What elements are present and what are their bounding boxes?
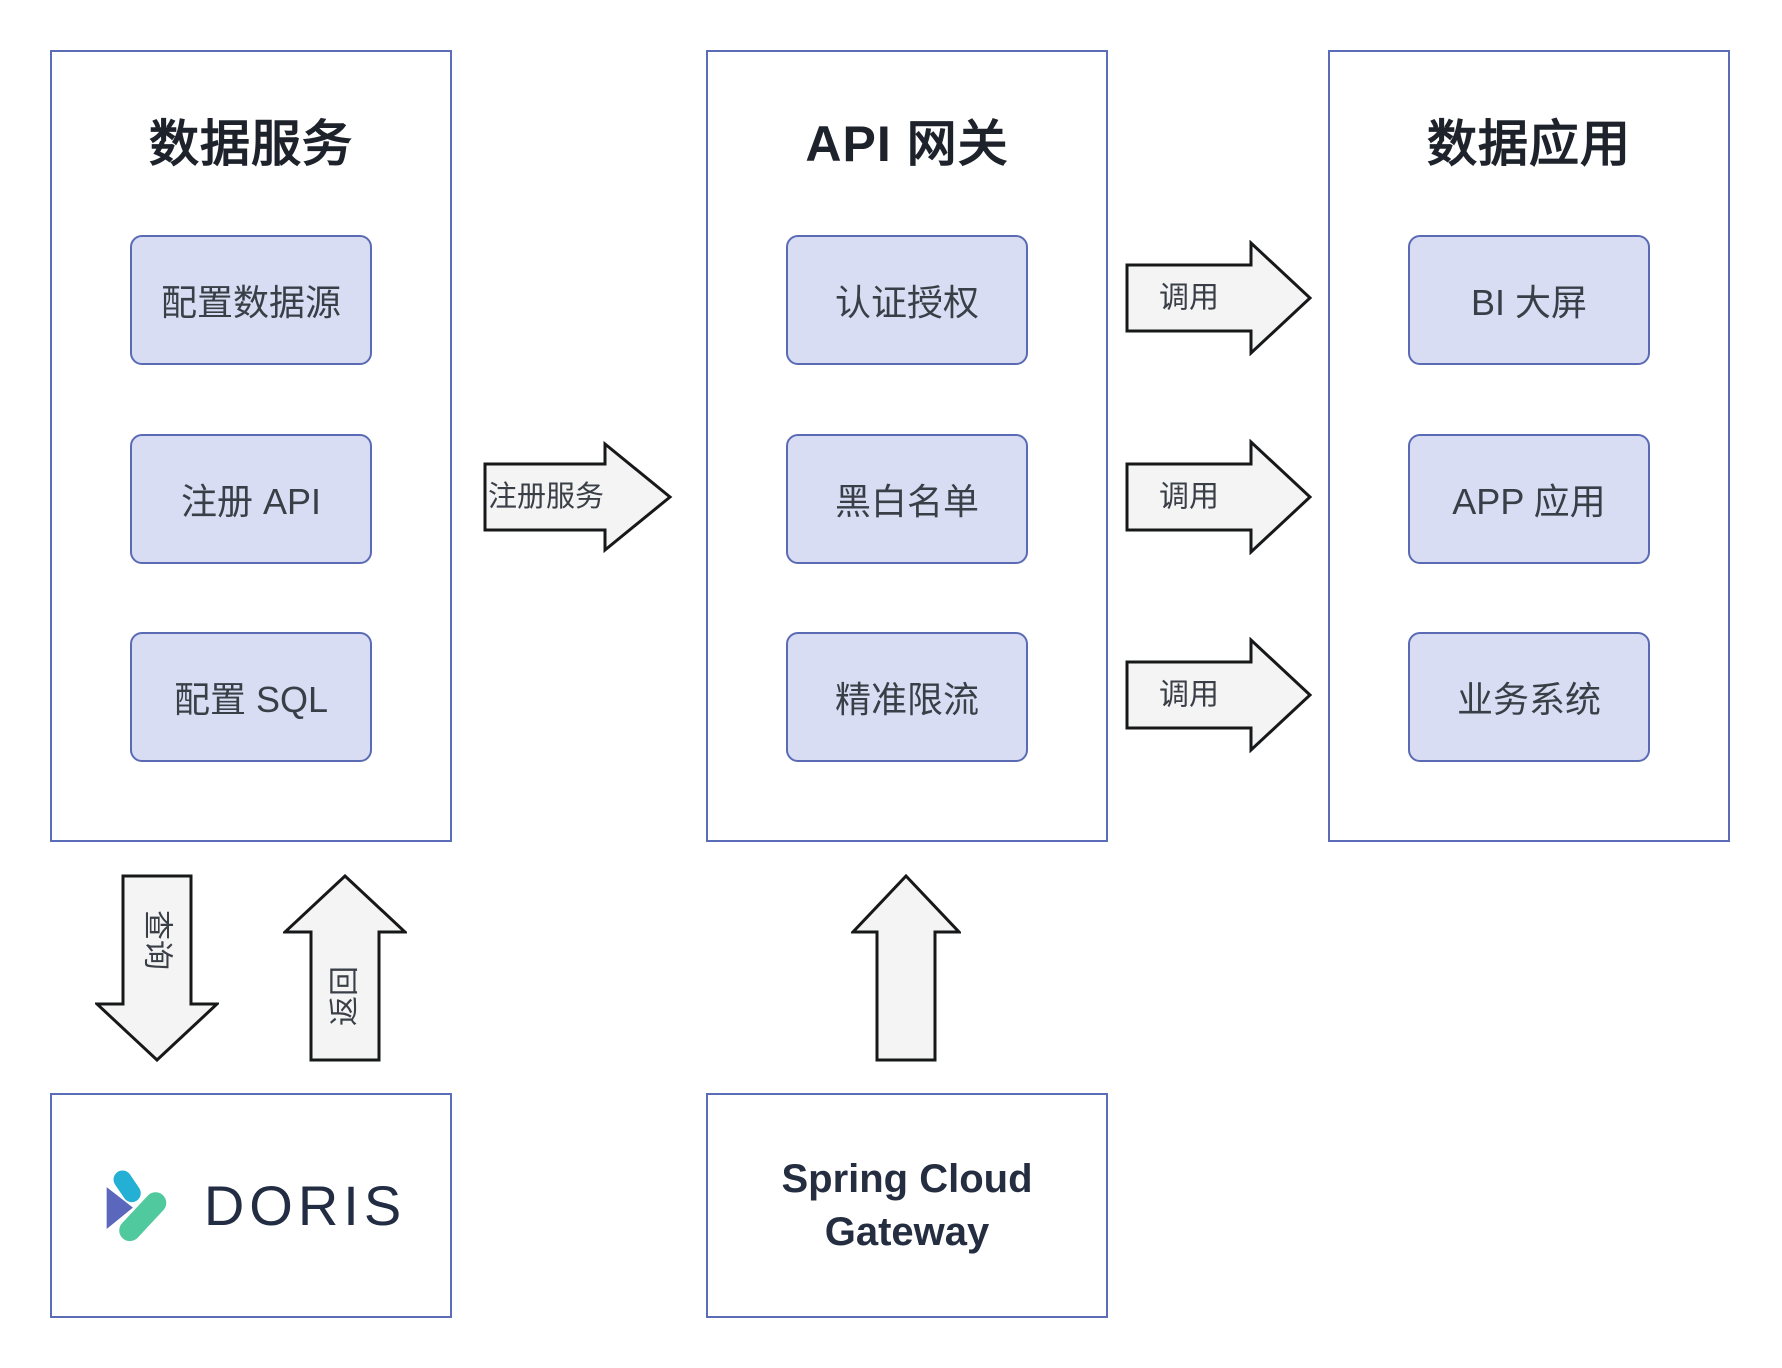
return-up-arrow-label: 返回 bbox=[329, 966, 362, 1026]
spring-cloud-gateway-box: Spring Cloud Gateway bbox=[706, 1093, 1108, 1318]
doris-wordmark: DORIS bbox=[203, 1174, 407, 1237]
box-configure-datasource: 配置数据源 bbox=[130, 235, 372, 365]
box-configure-sql-label: 配置 SQL bbox=[173, 679, 329, 720]
call-arrow-3-label: 调用 bbox=[1159, 679, 1219, 712]
box-register-api: 注册 API bbox=[130, 434, 372, 564]
call-arrow-2-label: 调用 bbox=[1159, 481, 1219, 514]
register-service-arrow-label: 注册服务 bbox=[488, 480, 604, 513]
box-register-api-label: 注册 API bbox=[180, 481, 322, 522]
return-up-arrow: 返回 bbox=[283, 874, 407, 1062]
box-rate-limit: 精准限流 bbox=[786, 632, 1028, 762]
query-down-arrow-label: 查询 bbox=[141, 910, 174, 970]
query-down-arrow: 查询 bbox=[95, 874, 219, 1062]
box-auth-label: 认证授权 bbox=[834, 282, 979, 323]
box-blackwhite-list-label: 黑白名单 bbox=[834, 481, 979, 522]
box-app-application: APP 应用 bbox=[1408, 434, 1650, 564]
panel-data-service-title: 数据服务 bbox=[149, 116, 353, 172]
box-bi-dashboard-label: BI 大屏 bbox=[1470, 282, 1588, 323]
call-arrow-1-label: 调用 bbox=[1159, 282, 1219, 315]
box-configure-datasource-label: 配置数据源 bbox=[160, 282, 341, 323]
panel-data-app-title: 数据应用 bbox=[1427, 116, 1631, 172]
box-business-system: 业务系统 bbox=[1408, 632, 1650, 762]
box-blackwhite-list: 黑白名单 bbox=[786, 434, 1028, 564]
box-auth: 认证授权 bbox=[786, 235, 1028, 365]
box-app-application-label: APP 应用 bbox=[1452, 481, 1606, 522]
call-arrow-2: 调用 bbox=[1125, 439, 1313, 555]
panel-data-service: 数据服务 配置数据源 注册 API 配置 SQL bbox=[50, 50, 452, 842]
register-service-arrow: 注册服务 bbox=[483, 440, 673, 554]
panel-data-app: 数据应用 BI 大屏 APP 应用 业务系统 bbox=[1328, 50, 1730, 842]
box-configure-sql: 配置 SQL bbox=[130, 632, 372, 762]
box-business-system-label: 业务系统 bbox=[1456, 679, 1601, 720]
doris-box: DORIS bbox=[50, 1093, 452, 1318]
call-arrow-1: 调用 bbox=[1125, 240, 1313, 356]
panel-api-gateway-title: API 网关 bbox=[805, 116, 1009, 172]
gateway-up-arrow bbox=[851, 874, 961, 1062]
panel-api-gateway: API 网关 认证授权 黑白名单 精准限流 bbox=[706, 50, 1108, 842]
doris-logo-icon bbox=[106, 1170, 167, 1241]
spring-cloud-gateway-label: Spring Cloud Gateway bbox=[781, 1156, 1033, 1254]
box-bi-dashboard: BI 大屏 bbox=[1408, 235, 1650, 365]
doris-logo: DORIS bbox=[96, 1165, 406, 1247]
box-rate-limit-label: 精准限流 bbox=[834, 679, 979, 720]
call-arrow-3: 调用 bbox=[1125, 637, 1313, 753]
